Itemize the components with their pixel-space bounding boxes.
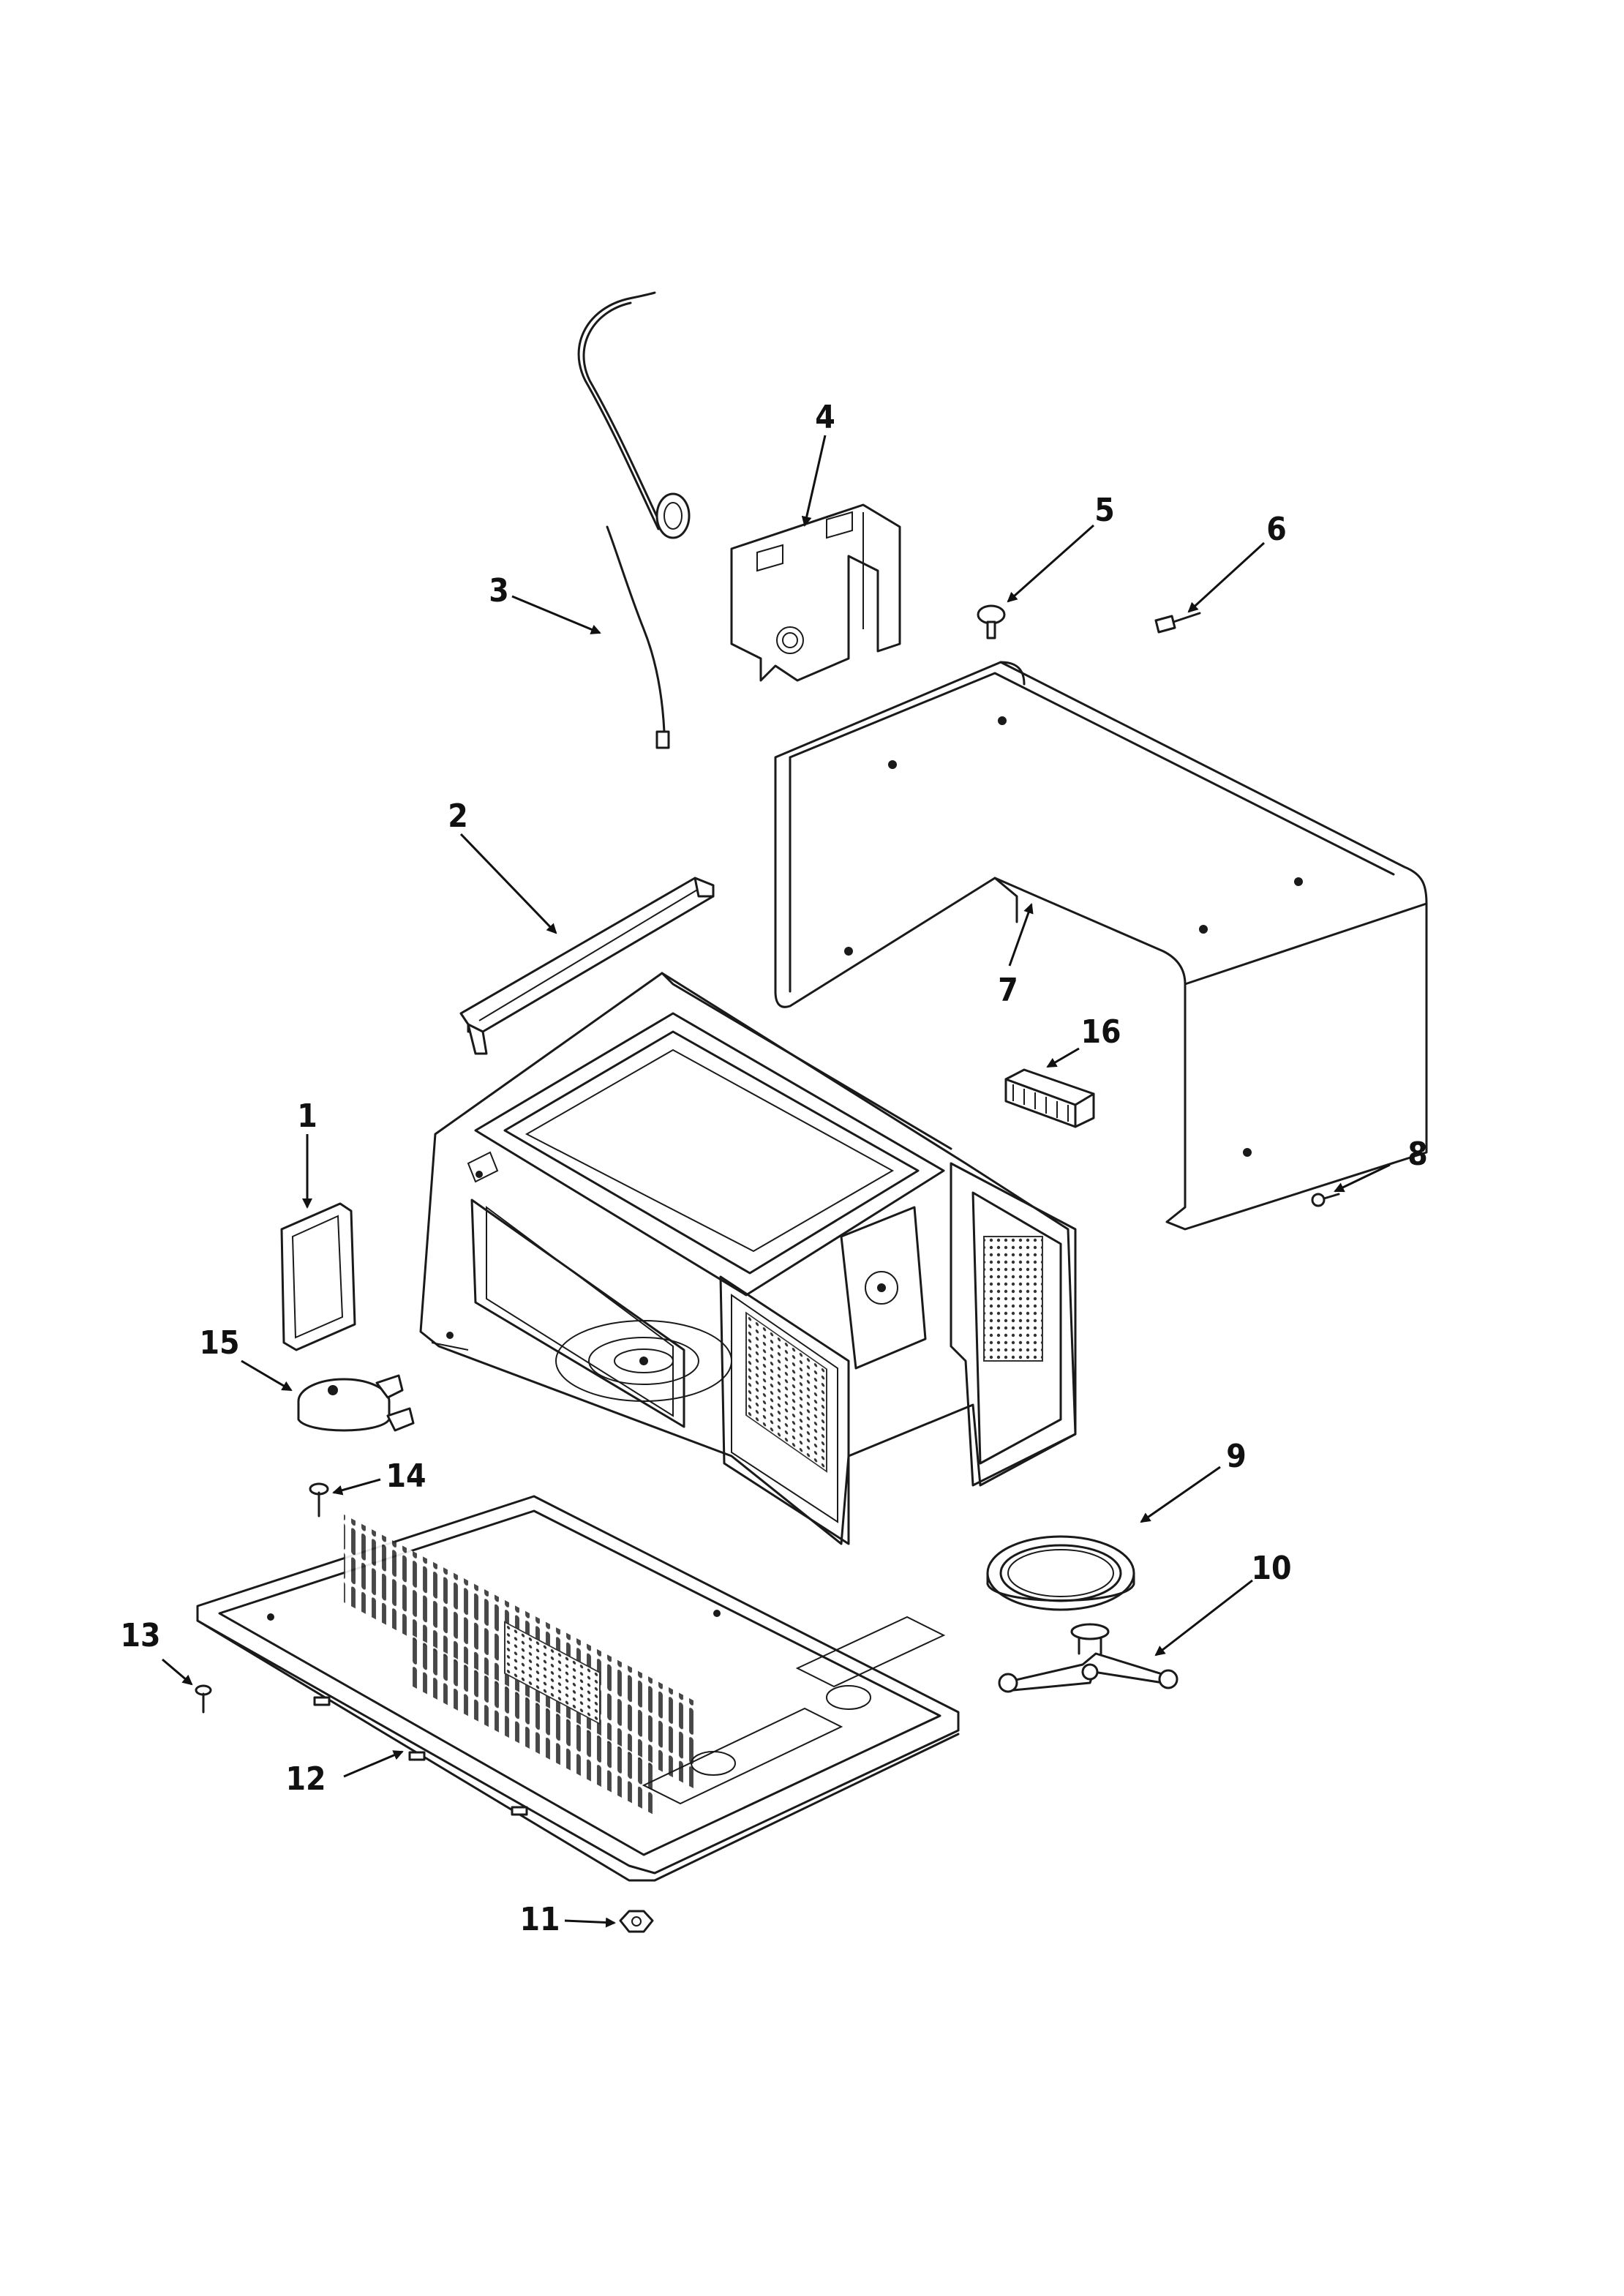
- callout-12: 12: [285, 1760, 326, 1798]
- leader-4: [801, 435, 827, 527]
- roller-support-part: [998, 1623, 1178, 1693]
- leader-3: [511, 595, 601, 634]
- latch-rail-part: [459, 877, 715, 1055]
- callout-1: 1: [297, 1098, 317, 1135]
- waveguide-cover-part: [280, 1202, 356, 1351]
- callout-14: 14: [386, 1457, 426, 1495]
- callout-7: 7: [998, 972, 1018, 1009]
- wire-harness-part: [577, 291, 691, 749]
- leader-5: [1007, 524, 1094, 603]
- callout-2: 2: [448, 798, 468, 835]
- callout-15: 15: [199, 1324, 239, 1362]
- nut-11-part: [619, 1910, 654, 1933]
- callout-10: 10: [1251, 1550, 1291, 1587]
- leader-16: [1046, 1047, 1080, 1068]
- filter-block-part: [1004, 1068, 1095, 1128]
- callout-13: 13: [120, 1617, 160, 1654]
- leader-lines: [162, 435, 1391, 1928]
- leader-13: [162, 1658, 193, 1686]
- callout-4: 4: [815, 399, 835, 436]
- leader-15: [241, 1359, 293, 1392]
- leader-14: [332, 1478, 381, 1496]
- callout-16: 16: [1080, 1013, 1121, 1051]
- leader-7: [1008, 903, 1034, 967]
- turntable-ring-part: [986, 1535, 1135, 1611]
- leader-10: [1154, 1579, 1253, 1657]
- leader-9: [1140, 1466, 1221, 1523]
- turntable-motor-part: [297, 1374, 415, 1432]
- leader-8: [1334, 1163, 1391, 1193]
- leader-2: [459, 833, 557, 934]
- base-plate-part: [196, 1495, 960, 1882]
- leader-12: [343, 1750, 404, 1778]
- leader-6: [1187, 541, 1266, 613]
- leader-11: [564, 1917, 616, 1928]
- callout-5: 5: [1094, 492, 1115, 529]
- callout-3: 3: [489, 572, 509, 609]
- callout-6: 6: [1266, 511, 1287, 548]
- callout-8: 8: [1407, 1136, 1428, 1173]
- screw-14-part: [309, 1482, 329, 1517]
- screw-13-part: [195, 1684, 212, 1714]
- oven-chassis-part: [419, 972, 1077, 1545]
- outer-cabinet-part: [774, 661, 1428, 1231]
- plug-button-part: [977, 604, 1006, 639]
- callout-11: 11: [519, 1901, 560, 1938]
- screw-8-part: [1311, 1193, 1340, 1207]
- control-bracket-part: [730, 503, 901, 682]
- screw-6-part: [1154, 612, 1201, 634]
- callout-labels: 1 2 3 4 5 6 7 8 9 10 11 12 13 14 15 16: [120, 399, 1427, 1938]
- callout-9: 9: [1226, 1438, 1247, 1475]
